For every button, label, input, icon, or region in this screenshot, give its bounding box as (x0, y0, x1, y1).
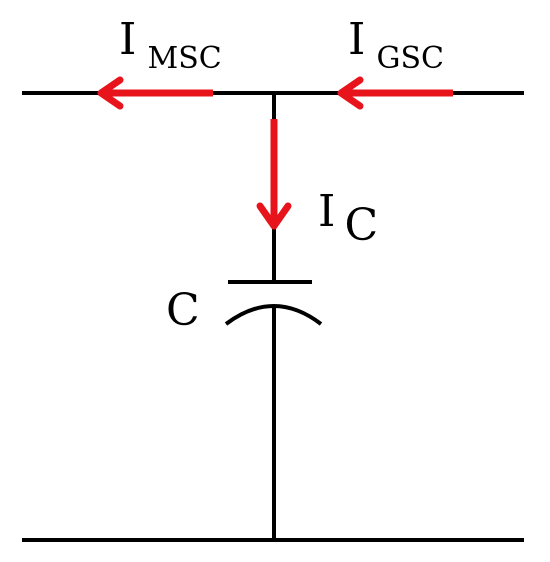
label-i-c-sub: C (344, 200, 378, 251)
label-i-msc: I MSC (119, 14, 222, 76)
label-i-c-main: I (318, 186, 335, 237)
arrow-msc-head (97, 76, 124, 110)
current-arrow-gsc (337, 76, 453, 110)
arrow-c-head (256, 202, 292, 230)
current-arrow-c (256, 119, 292, 230)
label-capacitor: C (166, 285, 200, 336)
arrow-gsc-head (337, 76, 364, 110)
label-i-c: I C (318, 186, 378, 251)
label-i-gsc: I GSC (348, 14, 444, 76)
label-i-msc-main: I (119, 14, 136, 65)
label-i-msc-sub: MSC (147, 41, 221, 76)
label-i-gsc-sub: GSC (376, 41, 443, 76)
label-i-gsc-main: I (348, 14, 365, 65)
current-arrow-msc (97, 76, 213, 110)
